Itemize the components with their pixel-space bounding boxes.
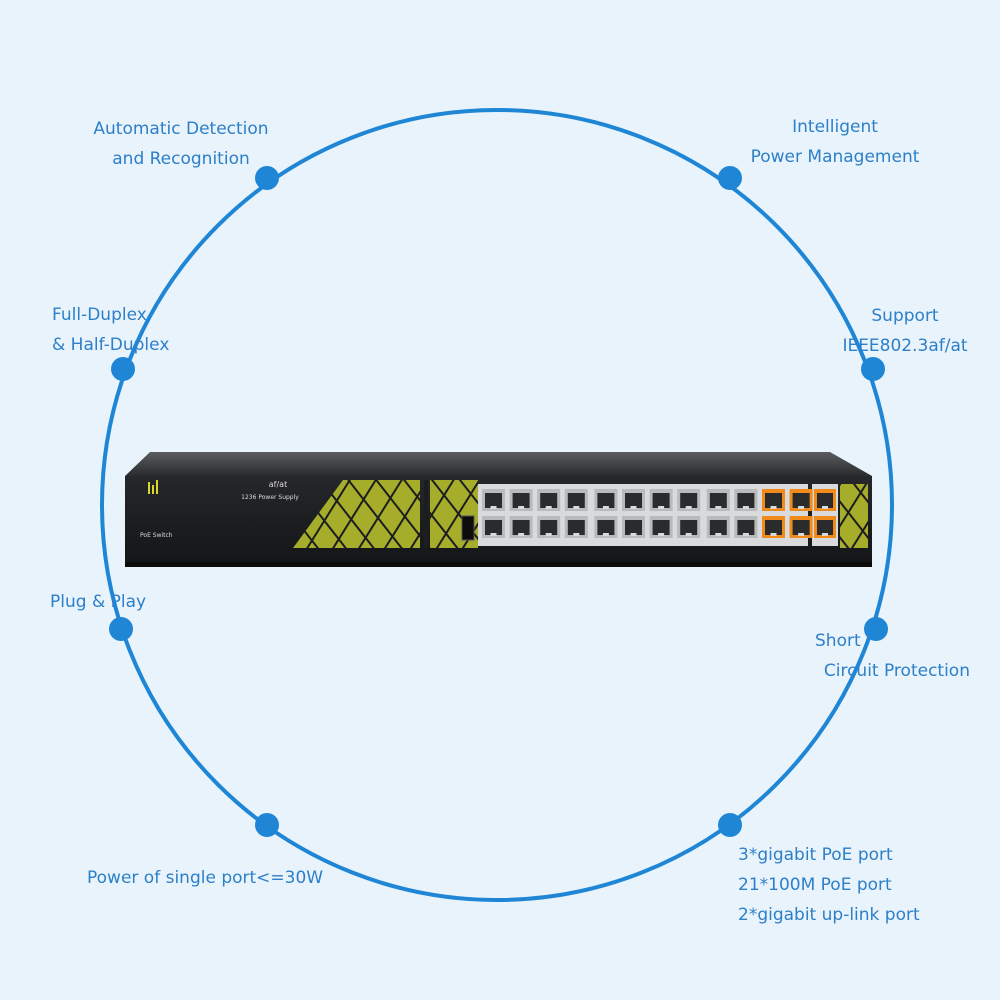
device-label-model: PoE Switch [140, 532, 173, 539]
dot-ports [718, 813, 742, 837]
brand-logo-icon [148, 480, 158, 494]
feature-ieee-line-1: Support [871, 306, 939, 326]
feature-power-mgmt-line-1: Intelligent [792, 117, 878, 137]
rj45-port[interactable] [762, 516, 785, 538]
rj45-port[interactable] [649, 489, 673, 511]
rj45-port[interactable] [734, 516, 758, 538]
feature-ieee: Support IEEE802.3af/at [832, 301, 978, 361]
rj45-port[interactable] [537, 516, 561, 538]
switch-top-panel [125, 452, 872, 476]
device-label-standard: af/at [268, 480, 288, 489]
feature-ieee-line-2: IEEE802.3af/at [842, 336, 968, 356]
feature-ports-line-1: 3*gigabit PoE port [738, 845, 893, 865]
feature-plug-play-line-1: Plug & Play [50, 592, 147, 612]
device-label-supply: 1236 Power Supply [241, 494, 299, 501]
rj45-port[interactable] [677, 489, 701, 511]
feature-short-circuit: Short Circuit Protection [790, 626, 970, 686]
power-switch[interactable] [461, 515, 475, 541]
dot-power-mgmt [718, 166, 742, 190]
feature-ports-line-2: 21*100M PoE port [738, 875, 892, 895]
uplink-port[interactable] [814, 489, 836, 511]
rj45-port[interactable] [564, 489, 588, 511]
feature-short-circuit-line-2: Circuit Protection [823, 661, 970, 681]
feature-single-port-power-line-1: Power of single port<=30W [87, 868, 324, 888]
rj45-port[interactable] [594, 516, 618, 538]
dot-ieee [861, 357, 885, 381]
rj45-port[interactable] [537, 489, 561, 511]
uplink-port[interactable] [814, 516, 836, 538]
feature-auto-detect-line-1: Automatic Detection [93, 119, 269, 139]
rj45-port[interactable] [622, 489, 645, 511]
rj45-port[interactable] [482, 489, 505, 511]
feature-duplex-line-1: Full-Duplex [52, 305, 147, 325]
feature-duplex: Full-Duplex & Half-Duplex [52, 300, 252, 360]
rj45-port[interactable] [677, 516, 701, 538]
rj45-port[interactable] [622, 516, 645, 538]
rj45-port[interactable] [706, 516, 730, 538]
rj45-port[interactable] [734, 489, 758, 511]
feature-plug-play: Plug & Play [50, 587, 210, 617]
rj45-port[interactable] [706, 489, 730, 511]
feature-power-mgmt: Intelligent Power Management [730, 112, 940, 172]
feature-auto-detect-line-2: and Recognition [112, 149, 250, 169]
dot-short-circuit [864, 617, 888, 641]
rj45-port[interactable] [762, 489, 785, 511]
rj45-port[interactable] [789, 516, 813, 538]
feature-ports-line-3: 2*gigabit up-link port [738, 905, 920, 925]
rj45-port[interactable] [649, 516, 673, 538]
rj45-port-array [482, 489, 836, 538]
rj45-port[interactable] [594, 489, 618, 511]
feature-short-circuit-line-1: Short [815, 631, 861, 651]
rj45-port[interactable] [509, 516, 533, 538]
rj45-port[interactable] [564, 516, 588, 538]
feature-single-port-power: Power of single port<=30W [87, 863, 347, 893]
dot-plug-play [109, 617, 133, 641]
dot-auto-detect [255, 166, 279, 190]
rj45-port[interactable] [509, 489, 533, 511]
rj45-port[interactable] [789, 489, 813, 511]
feature-ring [100, 108, 894, 902]
feature-power-mgmt-line-2: Power Management [750, 147, 920, 167]
poe-switch-device [125, 452, 872, 567]
feature-duplex-line-2: & Half-Duplex [52, 335, 170, 355]
feature-ports: 3*gigabit PoE port 21*100M PoE port 2*gi… [738, 840, 978, 930]
dot-duplex [111, 357, 135, 381]
rj45-port[interactable] [482, 516, 505, 538]
dot-single-port-power [255, 813, 279, 837]
feature-auto-detect: Automatic Detection and Recognition [68, 114, 294, 174]
